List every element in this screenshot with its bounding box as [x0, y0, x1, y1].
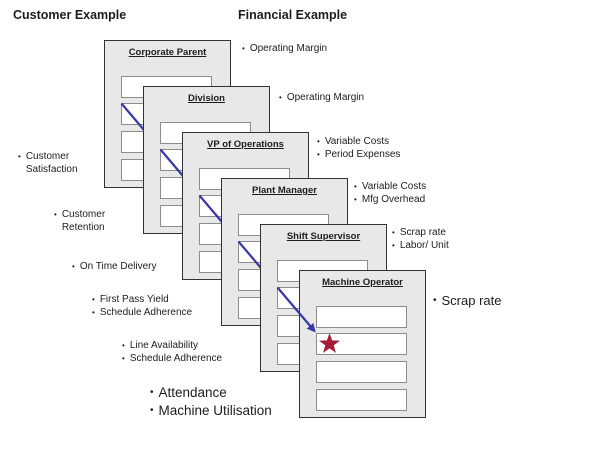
bullet-icon: • — [354, 194, 357, 204]
list-item: • Line Availability — [122, 340, 222, 353]
list-item: • Variable Costs — [354, 181, 426, 194]
label-text: Mfg Overhead — [361, 193, 426, 205]
bullet-icon: • — [122, 341, 125, 350]
bullet-icon: • — [92, 295, 95, 304]
list-item: • Scrap rate — [392, 227, 449, 240]
label-text: Scrap rate — [399, 227, 446, 238]
financial-label-variable-costs-period: • Variable Costs • Period Expenses — [317, 136, 400, 161]
bullet-icon: • — [433, 295, 437, 306]
list-item: • First Pass Yield — [92, 294, 192, 307]
financial-example-header: Financial Example — [238, 8, 348, 22]
label-text: Customer Satisfaction — [25, 151, 78, 175]
card-title: VP of Operations — [207, 139, 284, 150]
customer-label-first-pass-yield: • First Pass Yield • Schedule Adherence — [92, 294, 192, 319]
customer-label-line-availability: • Line Availability • Schedule Adherence — [122, 340, 222, 365]
label-text: Period Expenses — [324, 148, 401, 160]
list-item: • Machine Utilisation — [150, 402, 272, 420]
label-text: Variable Costs — [361, 181, 427, 192]
financial-label-operating-margin-1: • Operating Margin — [242, 43, 327, 56]
bullet-icon: • — [354, 182, 357, 191]
bullet-icon: • — [150, 405, 154, 416]
list-item: • Operating Margin — [279, 92, 364, 105]
label-text: Machine Utilisation — [158, 403, 272, 418]
customer-label-attendance: • Attendance • Machine Utilisation — [150, 384, 272, 420]
bullet-icon: • — [242, 44, 245, 53]
metric-box — [316, 361, 407, 383]
list-item: • Variable Costs — [317, 136, 400, 149]
list-item: • Mfg Overhead — [354, 194, 426, 207]
label-text: Operating Margin — [286, 92, 365, 103]
bullet-icon: • — [92, 307, 95, 317]
customer-label-on-time-delivery: • On Time Delivery — [72, 261, 157, 274]
bullet-icon: • — [122, 353, 125, 363]
customer-label-retention: • Customer Retention — [54, 209, 124, 234]
card-title: Corporate Parent — [128, 47, 207, 58]
bullet-icon: • — [18, 152, 21, 161]
customer-label-satisfaction: • Customer Satisfaction — [18, 151, 88, 176]
card-title: Plant Manager — [252, 185, 317, 196]
financial-label-scrap-labor: • Scrap rate • Labor/ Unit — [392, 227, 449, 252]
list-item: • Period Expenses — [317, 149, 400, 162]
label-text: Variable Costs — [324, 136, 390, 147]
metric-box — [316, 306, 407, 328]
label-text: Labor/ Unit — [399, 239, 449, 251]
label-text: Schedule Adherence — [99, 306, 193, 318]
card-title: Division — [188, 93, 225, 104]
list-item: • On Time Delivery — [72, 261, 157, 274]
label-text: Scrap rate — [441, 293, 502, 308]
financial-label-scrap-rate: • Scrap rate — [433, 293, 502, 309]
list-item: • Operating Margin — [242, 43, 327, 56]
label-text: Schedule Adherence — [129, 352, 223, 364]
label-text: Customer Retention — [61, 209, 106, 233]
bullet-icon: • — [72, 262, 75, 271]
bullet-icon: • — [392, 240, 395, 250]
metric-box — [316, 389, 407, 411]
bullet-icon: • — [54, 210, 57, 219]
card-title: Machine Operator — [322, 277, 403, 288]
label-text: Line Availability — [129, 340, 199, 351]
financial-label-variable-costs-mfg: • Variable Costs • Mfg Overhead — [354, 181, 426, 206]
bullet-icon: • — [150, 387, 154, 398]
customer-example-header: Customer Example — [13, 8, 127, 22]
label-text: On Time Delivery — [79, 261, 157, 272]
list-item: • Scrap rate — [433, 293, 502, 309]
bullet-icon: • — [392, 228, 395, 237]
metric-box — [316, 333, 407, 355]
list-item: • Customer Retention — [54, 209, 124, 234]
financial-label-operating-margin-2: • Operating Margin — [279, 92, 364, 105]
list-item: • Schedule Adherence — [122, 353, 222, 366]
label-text: Attendance — [158, 385, 227, 400]
list-item: • Customer Satisfaction — [18, 151, 88, 176]
bullet-icon: • — [317, 137, 320, 146]
list-item: • Schedule Adherence — [92, 307, 192, 320]
card-machine-operator: Machine Operator — [299, 270, 426, 418]
label-text: Operating Margin — [249, 43, 328, 54]
card-title: Shift Supervisor — [286, 231, 361, 242]
bullet-icon: • — [317, 149, 320, 159]
label-text: First Pass Yield — [99, 294, 169, 305]
list-item: • Labor/ Unit — [392, 240, 449, 253]
bullet-icon: • — [279, 93, 282, 102]
list-item: • Attendance — [150, 384, 272, 402]
